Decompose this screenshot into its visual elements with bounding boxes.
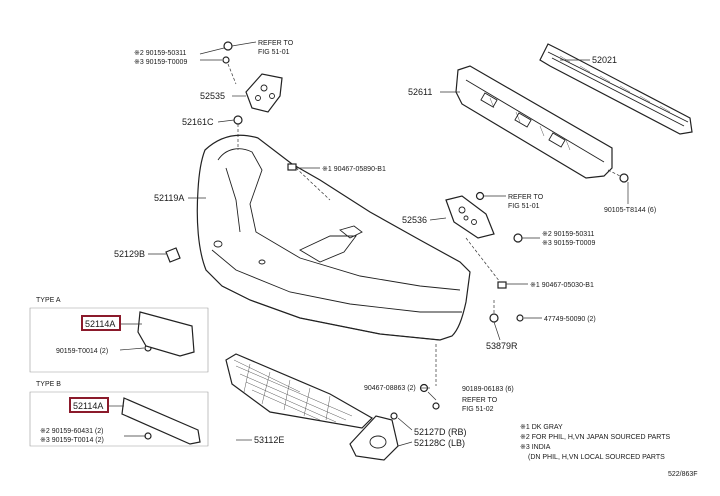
bracket-52535 (245, 73, 283, 113)
bumper-reinforcement-52021 (539, 43, 693, 135)
tow-cap-52129b (165, 247, 181, 263)
type-a-inset (29, 307, 209, 373)
type-b-inset (29, 391, 209, 447)
label-type-b: TYPE B (36, 381, 61, 388)
label-53112e: 53112E (254, 435, 284, 445)
illustration-code: 522/863F (668, 471, 698, 478)
label-refer-top: REFER TO (258, 40, 294, 47)
label-90159-t0014-a: 90159-T0014 (2) (56, 348, 108, 355)
label-refer-bot: REFER TO (462, 397, 498, 404)
part-number-box-type-a[interactable] (81, 315, 121, 331)
label-fig-mid: FIG 51-01 (508, 203, 540, 210)
label-90159-60431: ※2 90159-60431 (2) (40, 428, 103, 435)
label-90105-t8144: 90105-T8144 (6) (604, 207, 656, 214)
label-fig-top: FIG 51-01 (258, 49, 290, 56)
label-90159-t0009-b: ※3 90159-T0009 (542, 240, 595, 247)
label-type-a: TYPE A (36, 297, 61, 304)
label-52129b: 52129B (114, 249, 145, 259)
label-90159-50311-b: ※2 90159-50311 (542, 231, 595, 238)
label-52535: 52535 (200, 91, 225, 101)
labels: REFER TO FIG 51-01 ※2 90159-50311 ※3 901… (36, 40, 698, 478)
label-90159-t0014-b: ※3 90159-T0014 (2) (40, 437, 104, 444)
label-52114a-type-b: 52114A (73, 401, 103, 411)
lower-grille-53112e (225, 353, 373, 429)
label-52161c: 52161C (182, 117, 214, 127)
legend-1: ※1 DK GRAY (520, 424, 563, 431)
legend-3: ※3 INDIA (520, 444, 551, 451)
legend-2: ※2 FOR PHIL, H,VN JAPAN SOURCED PARTS (520, 434, 671, 441)
label-90467-05030: ※1 90467-05030-B1 (530, 282, 594, 289)
label-90159-t0009-a: ※3 90159-T0009 (134, 59, 187, 66)
label-90189-06183: 90189-06183 (6) (462, 386, 514, 393)
label-53879r: 53879R (486, 341, 518, 351)
label-90467-05890: ※1 90467-05890-B1 (322, 166, 386, 173)
label-fig-bot: FIG 51-02 (462, 406, 494, 413)
bracket-52536 (445, 195, 495, 239)
label-52128c: 52128C (LB) (414, 438, 465, 448)
label-90467-08863: 90467-08863 (2) (364, 385, 416, 392)
label-52114a-type-a: 52114A (85, 319, 115, 329)
bumper-absorber-52611 (455, 65, 613, 179)
part-number-box-type-b[interactable] (69, 397, 109, 413)
label-52611: 52611 (408, 87, 432, 97)
label-52127d: 52127D (RB) (414, 427, 467, 437)
label-52536: 52536 (402, 215, 427, 225)
label-52119a: 52119A (154, 193, 184, 203)
label-refer-mid: REFER TO (508, 194, 544, 201)
bumper-cover-52119a (196, 134, 471, 341)
label-47749-50090: 47749-50090 (2) (544, 316, 596, 323)
label-52021: 52021 (592, 55, 617, 65)
label-90159-50311-a: ※2 90159-50311 (134, 50, 187, 57)
legend-4: (DN PHIL, H,VN LOCAL SOURCED PARTS (528, 454, 665, 461)
leader-lines (148, 41, 629, 447)
